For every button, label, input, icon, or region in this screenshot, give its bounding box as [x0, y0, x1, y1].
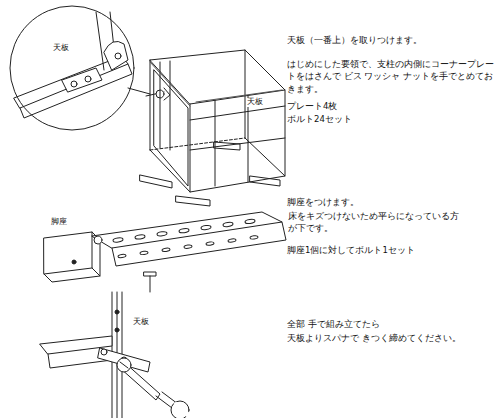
- slot-hole: [206, 241, 214, 245]
- instruction-text: 脚座をつけます。: [287, 196, 497, 208]
- instruction-text: 天板よりスパナで きつく締めてください。: [287, 332, 497, 344]
- instruction-text: 床をキズつけないため平らになっている方が下です。: [288, 210, 466, 235]
- slot-hole: [184, 245, 192, 249]
- foot-detail: [44, 212, 286, 292]
- slot-hole: [140, 251, 148, 255]
- slot-hole: [245, 219, 255, 224]
- slot-hole: [201, 225, 211, 230]
- part-label: 脚座: [50, 218, 68, 227]
- instruction-text: 天板（一番上）を取りつけます。: [287, 34, 497, 46]
- part-label: 天板: [246, 98, 264, 107]
- instruction-text: 全部 手で組み立てたら: [287, 318, 497, 330]
- slot-hole: [113, 237, 123, 242]
- part-label: 天板: [132, 318, 150, 327]
- quantity-note: 脚座1個に対してボルト1セット: [287, 244, 497, 256]
- quantity-note: プレート4枚: [287, 100, 497, 112]
- slot-hole: [162, 248, 170, 252]
- rack-frame: [140, 50, 285, 206]
- slot-hole: [157, 231, 167, 236]
- wrench-detail: [40, 292, 192, 418]
- zoom-detail: [10, 6, 170, 130]
- slot-hole: [135, 234, 145, 239]
- slot-hole: [250, 235, 258, 239]
- slot-hole: [118, 254, 126, 258]
- part-label: 天板: [52, 44, 70, 53]
- quantity-note: ボルト24セット: [287, 113, 497, 125]
- slot-hole: [228, 238, 236, 242]
- instruction-text: はじめにした要領で、支柱の内側にコーナープレートをはさんで ビス ワッシャ ナッ…: [287, 58, 497, 95]
- slot-hole: [223, 222, 233, 227]
- slot-hole: [179, 228, 189, 233]
